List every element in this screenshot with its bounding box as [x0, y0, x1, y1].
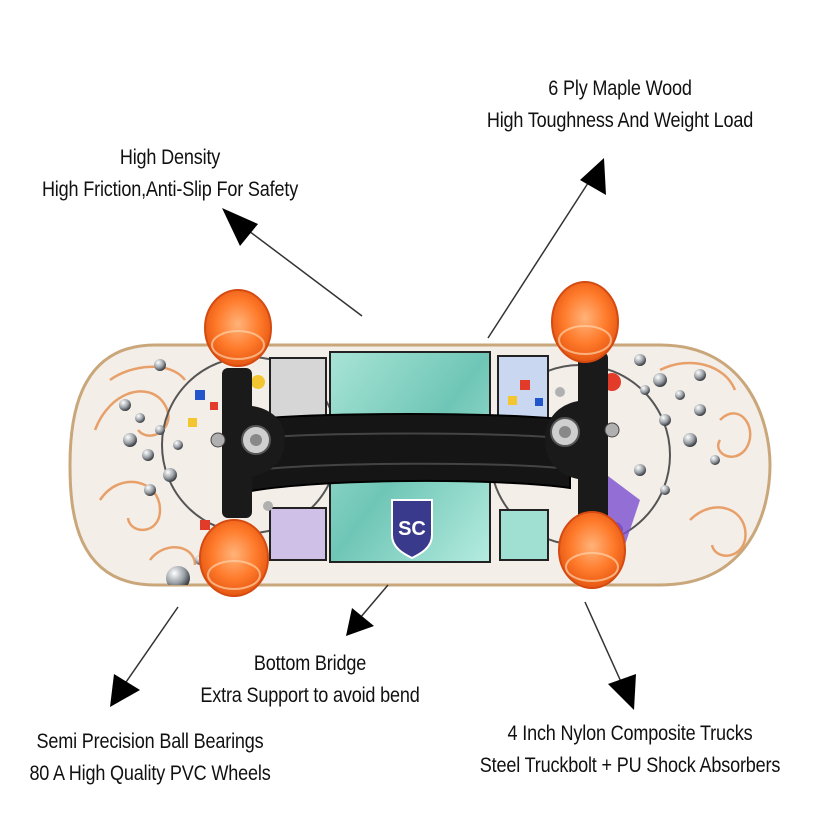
truck-left — [210, 368, 285, 518]
arrow-bridge — [346, 584, 389, 636]
callout-trucks: 4 Inch Nylon Composite Trucks Steel Truc… — [467, 718, 794, 782]
truck-right — [545, 352, 620, 527]
wheel-bottom-left — [199, 519, 269, 597]
callout-maple: 6 Ply Maple Wood High Toughness And Weig… — [465, 73, 775, 137]
callout-density: High Density High Friction,Anti-Slip For… — [41, 142, 299, 206]
bubble-art — [119, 354, 720, 585]
art-panel-right-bottom — [499, 509, 549, 561]
callout-bridge: Bottom Bridge Extra Support to avoid ben… — [194, 648, 426, 712]
callout-bridge-line2: Extra Support to avoid bend — [200, 684, 420, 707]
sc-logo: SC — [391, 499, 433, 560]
art-panel-left-bottom — [269, 507, 327, 561]
callout-maple-line1: 6 Ply Maple Wood — [548, 77, 692, 100]
callout-trucks-line1: 4 Inch Nylon Composite Trucks — [507, 722, 753, 745]
arrow-maple — [487, 158, 606, 339]
swirl-art-left — [93, 365, 197, 566]
logo-text: SC — [398, 518, 426, 540]
bottom-bridge — [244, 413, 571, 494]
arrow-bearings — [110, 606, 179, 707]
callout-maple-line2: High Toughness And Weight Load — [486, 109, 754, 132]
callout-bridge-line1: Bottom Bridge — [253, 652, 367, 675]
callout-bearings-line2: 80 A High Quality PVC Wheels — [29, 762, 271, 785]
callout-density-line1: High Density — [119, 146, 221, 169]
callout-trucks-line2: Steel Truckbolt + PU Shock Absorbers — [479, 754, 781, 777]
wheel-top-right — [551, 281, 619, 363]
arrow-trucks — [584, 601, 636, 710]
arrow-density — [222, 208, 363, 317]
wheel-top-left — [204, 289, 272, 367]
callout-bearings: Semi Precision Ball Bearings 80 A High Q… — [21, 726, 279, 790]
callout-density-line2: High Friction,Anti-Slip For Safety — [41, 178, 299, 201]
wheel-bottom-right — [558, 511, 626, 589]
callout-bearings-line1: Semi Precision Ball Bearings — [36, 730, 264, 753]
swirl-art-right — [659, 361, 752, 557]
